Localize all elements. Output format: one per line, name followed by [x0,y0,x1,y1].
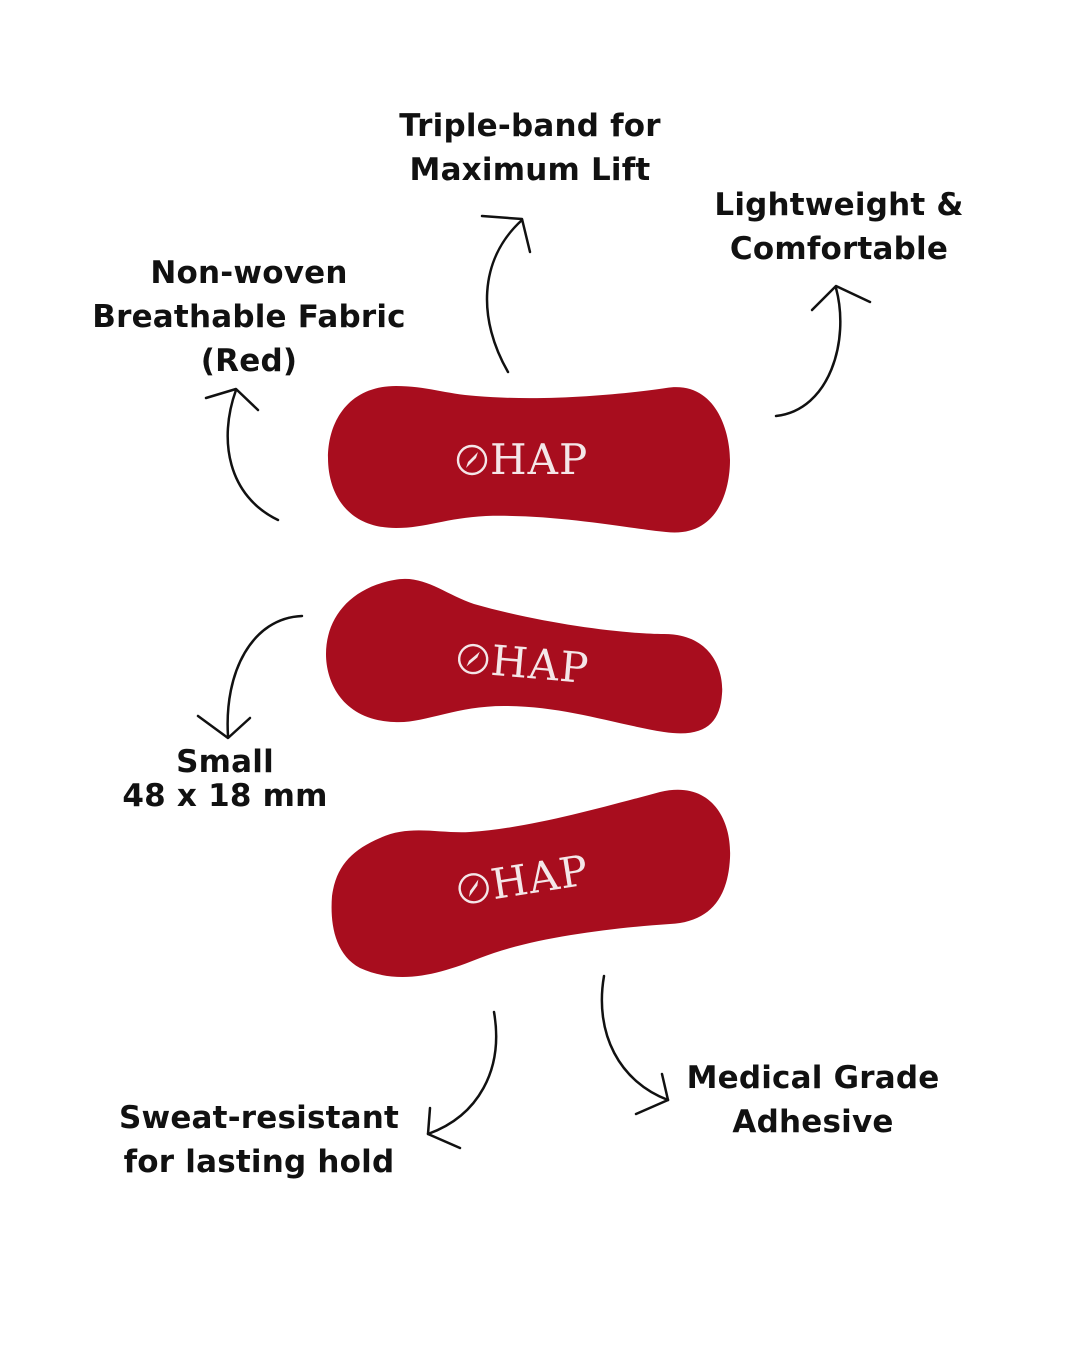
arrow-medical-icon [600,974,670,1116]
label-medical-line1: Medical Grade [686,1060,940,1096]
patch-middle-shape [326,578,723,734]
label-triple-band-line1: Triple-band for [399,108,661,144]
label-size: Small 48 x 18 mm [100,745,350,813]
label-medical: Medical Grade Adhesive [668,1056,958,1144]
label-triple-band: Triple-band for Maximum Lift [360,104,700,192]
label-sweat: Sweat-resistant for lasting hold [110,1096,408,1184]
compass-circle-icon-2 [457,643,489,675]
arrow-sweat-icon [426,1010,498,1150]
label-size-line1: Small [176,744,274,780]
arrow-size-icon [196,614,304,740]
label-non-woven-line1: Non-woven [150,255,348,291]
compass-needle-icon-3 [468,879,479,898]
patch-bottom-shape [331,789,731,977]
label-non-woven: Non-woven Breathable Fabric (Red) [90,251,408,383]
patch-top: HAP [326,382,732,538]
patch-top-shape [328,386,730,533]
label-sweat-line2: for lasting hold [123,1144,395,1180]
label-size-line2: 48 x 18 mm [122,778,328,814]
compass-circle-icon-3 [458,873,489,904]
arrow-lightweight-icon [774,284,872,418]
label-lightweight-line1: Lightweight & [714,187,964,223]
label-non-woven-line3: (Red) [200,343,298,379]
label-lightweight: Lightweight & Comfortable [680,183,998,271]
patch-bottom: HAP [330,788,732,984]
patch-top-brand: HAP [490,435,588,484]
compass-needle-icon [466,452,478,468]
label-lightweight-line2: Comfortable [729,231,949,267]
arrow-non-woven-icon [204,387,280,522]
arrow-triple-band-icon [480,214,532,374]
compass-needle-icon-2 [466,651,480,667]
label-non-woven-line2: Breathable Fabric [92,299,406,335]
label-medical-line2: Adhesive [732,1104,894,1140]
label-triple-band-line2: Maximum Lift [409,152,651,188]
compass-circle-icon [456,444,488,476]
patch-middle: HAP [324,574,726,736]
label-sweat-line1: Sweat-resistant [118,1100,400,1136]
patch-middle-brand: HAP [489,636,591,693]
